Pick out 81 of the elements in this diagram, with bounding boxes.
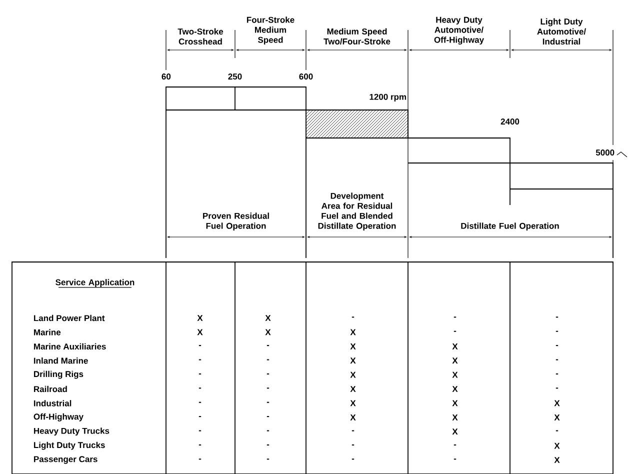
table-cell: - — [454, 330, 456, 332]
speed-value: 600 — [299, 74, 313, 80]
table-cell: - — [198, 430, 202, 432]
table-cell: X — [350, 400, 356, 406]
table-cell: X — [197, 315, 203, 321]
table-cell: X — [452, 428, 458, 435]
table-cell: X — [452, 400, 458, 406]
table-cell: - — [454, 444, 456, 446]
table-cell: - — [198, 388, 202, 389]
table-cell: X — [452, 372, 458, 378]
area-label: Proven Residual Fuel Operation — [203, 212, 269, 231]
table-cell: - — [198, 402, 202, 403]
table-cell: - — [198, 416, 202, 418]
column-heading: Medium Speed Two/Four-Stroke — [324, 28, 390, 45]
row-label: Marine — [34, 329, 61, 336]
table-cell: - — [266, 458, 270, 460]
row-label: Industrial — [34, 400, 72, 406]
speed-value: 2400 — [500, 118, 520, 125]
table-cell: - — [198, 458, 202, 460]
table-cell: X — [452, 386, 458, 392]
column-heading: Heavy Duty Automotive/ Off-Highway — [434, 16, 484, 45]
table-cell: - — [198, 444, 202, 446]
table-cell: X — [350, 343, 356, 350]
table-cell: X — [350, 329, 356, 336]
table-cell: X — [452, 414, 458, 420]
row-label: Land Power Plant — [34, 314, 105, 322]
column-heading: Two-Stroke Crosshead — [178, 28, 224, 45]
table-cell: X — [350, 358, 356, 364]
row-label: Marine Auxiliaries — [34, 343, 106, 350]
table-cell: - — [266, 345, 270, 346]
table-cell: X — [350, 386, 356, 392]
row-label: Inland Marine — [34, 357, 88, 364]
speed-value: 60 — [162, 74, 171, 80]
table-cell: X — [265, 329, 271, 336]
row-label: Drilling Rigs — [34, 370, 84, 379]
table-cell: X — [452, 358, 458, 364]
table-cell: - — [556, 345, 558, 346]
table-cell: - — [454, 458, 456, 460]
table-cell: - — [266, 402, 270, 403]
table-cell: - — [556, 430, 558, 432]
table-cell: - — [556, 359, 558, 360]
table-cell: - — [266, 388, 270, 389]
table-cell: X — [452, 343, 458, 350]
table-cell: - — [198, 373, 202, 374]
row-label: Heavy Duty Trucks — [34, 428, 110, 436]
table-cell: - — [266, 430, 270, 432]
table-cell: X — [197, 329, 203, 336]
table-cell: - — [352, 430, 354, 432]
table-cell: - — [556, 316, 558, 318]
table-cell: - — [352, 316, 354, 318]
column-heading: Light Duty Automotive/ Industrial — [537, 18, 586, 45]
table-cell: - — [454, 316, 456, 318]
table-cell: X — [265, 315, 271, 321]
table-cell: - — [198, 345, 202, 346]
table-cell: - — [266, 444, 270, 446]
table-cell: X — [554, 442, 560, 449]
table-cell: X — [350, 372, 356, 378]
row-label: Off-Highway — [34, 413, 84, 422]
table-cell: - — [198, 359, 202, 360]
speed-value: 5000 — [596, 150, 614, 156]
row-label: Railroad — [34, 386, 67, 392]
speed-value: 250 — [228, 74, 242, 80]
table-cell: X — [350, 414, 356, 420]
table-cell: - — [266, 416, 270, 418]
table-cell: - — [352, 444, 354, 446]
table-cell: - — [266, 373, 270, 374]
speed-value: 1200 rpm — [370, 94, 406, 102]
table-cell: X — [554, 414, 560, 420]
table-cell: - — [352, 458, 354, 460]
area-label: Development Area for Residual Fuel and Blended Distillate Operation — [318, 192, 396, 231]
table-cell: X — [554, 457, 560, 463]
table-heading: Service Application — [56, 279, 134, 287]
column-heading: Four-Stroke Medium Speed — [246, 16, 294, 45]
table-cell: - — [556, 388, 558, 389]
table-cell: X — [554, 400, 560, 406]
row-label: Light Duty Trucks — [34, 442, 105, 450]
table-cell: - — [266, 359, 270, 360]
row-label: Passenger Cars — [34, 456, 98, 464]
area-label: Distillate Fuel Operation — [461, 222, 559, 231]
table-cell: - — [556, 373, 558, 374]
table-cell: - — [556, 330, 558, 332]
